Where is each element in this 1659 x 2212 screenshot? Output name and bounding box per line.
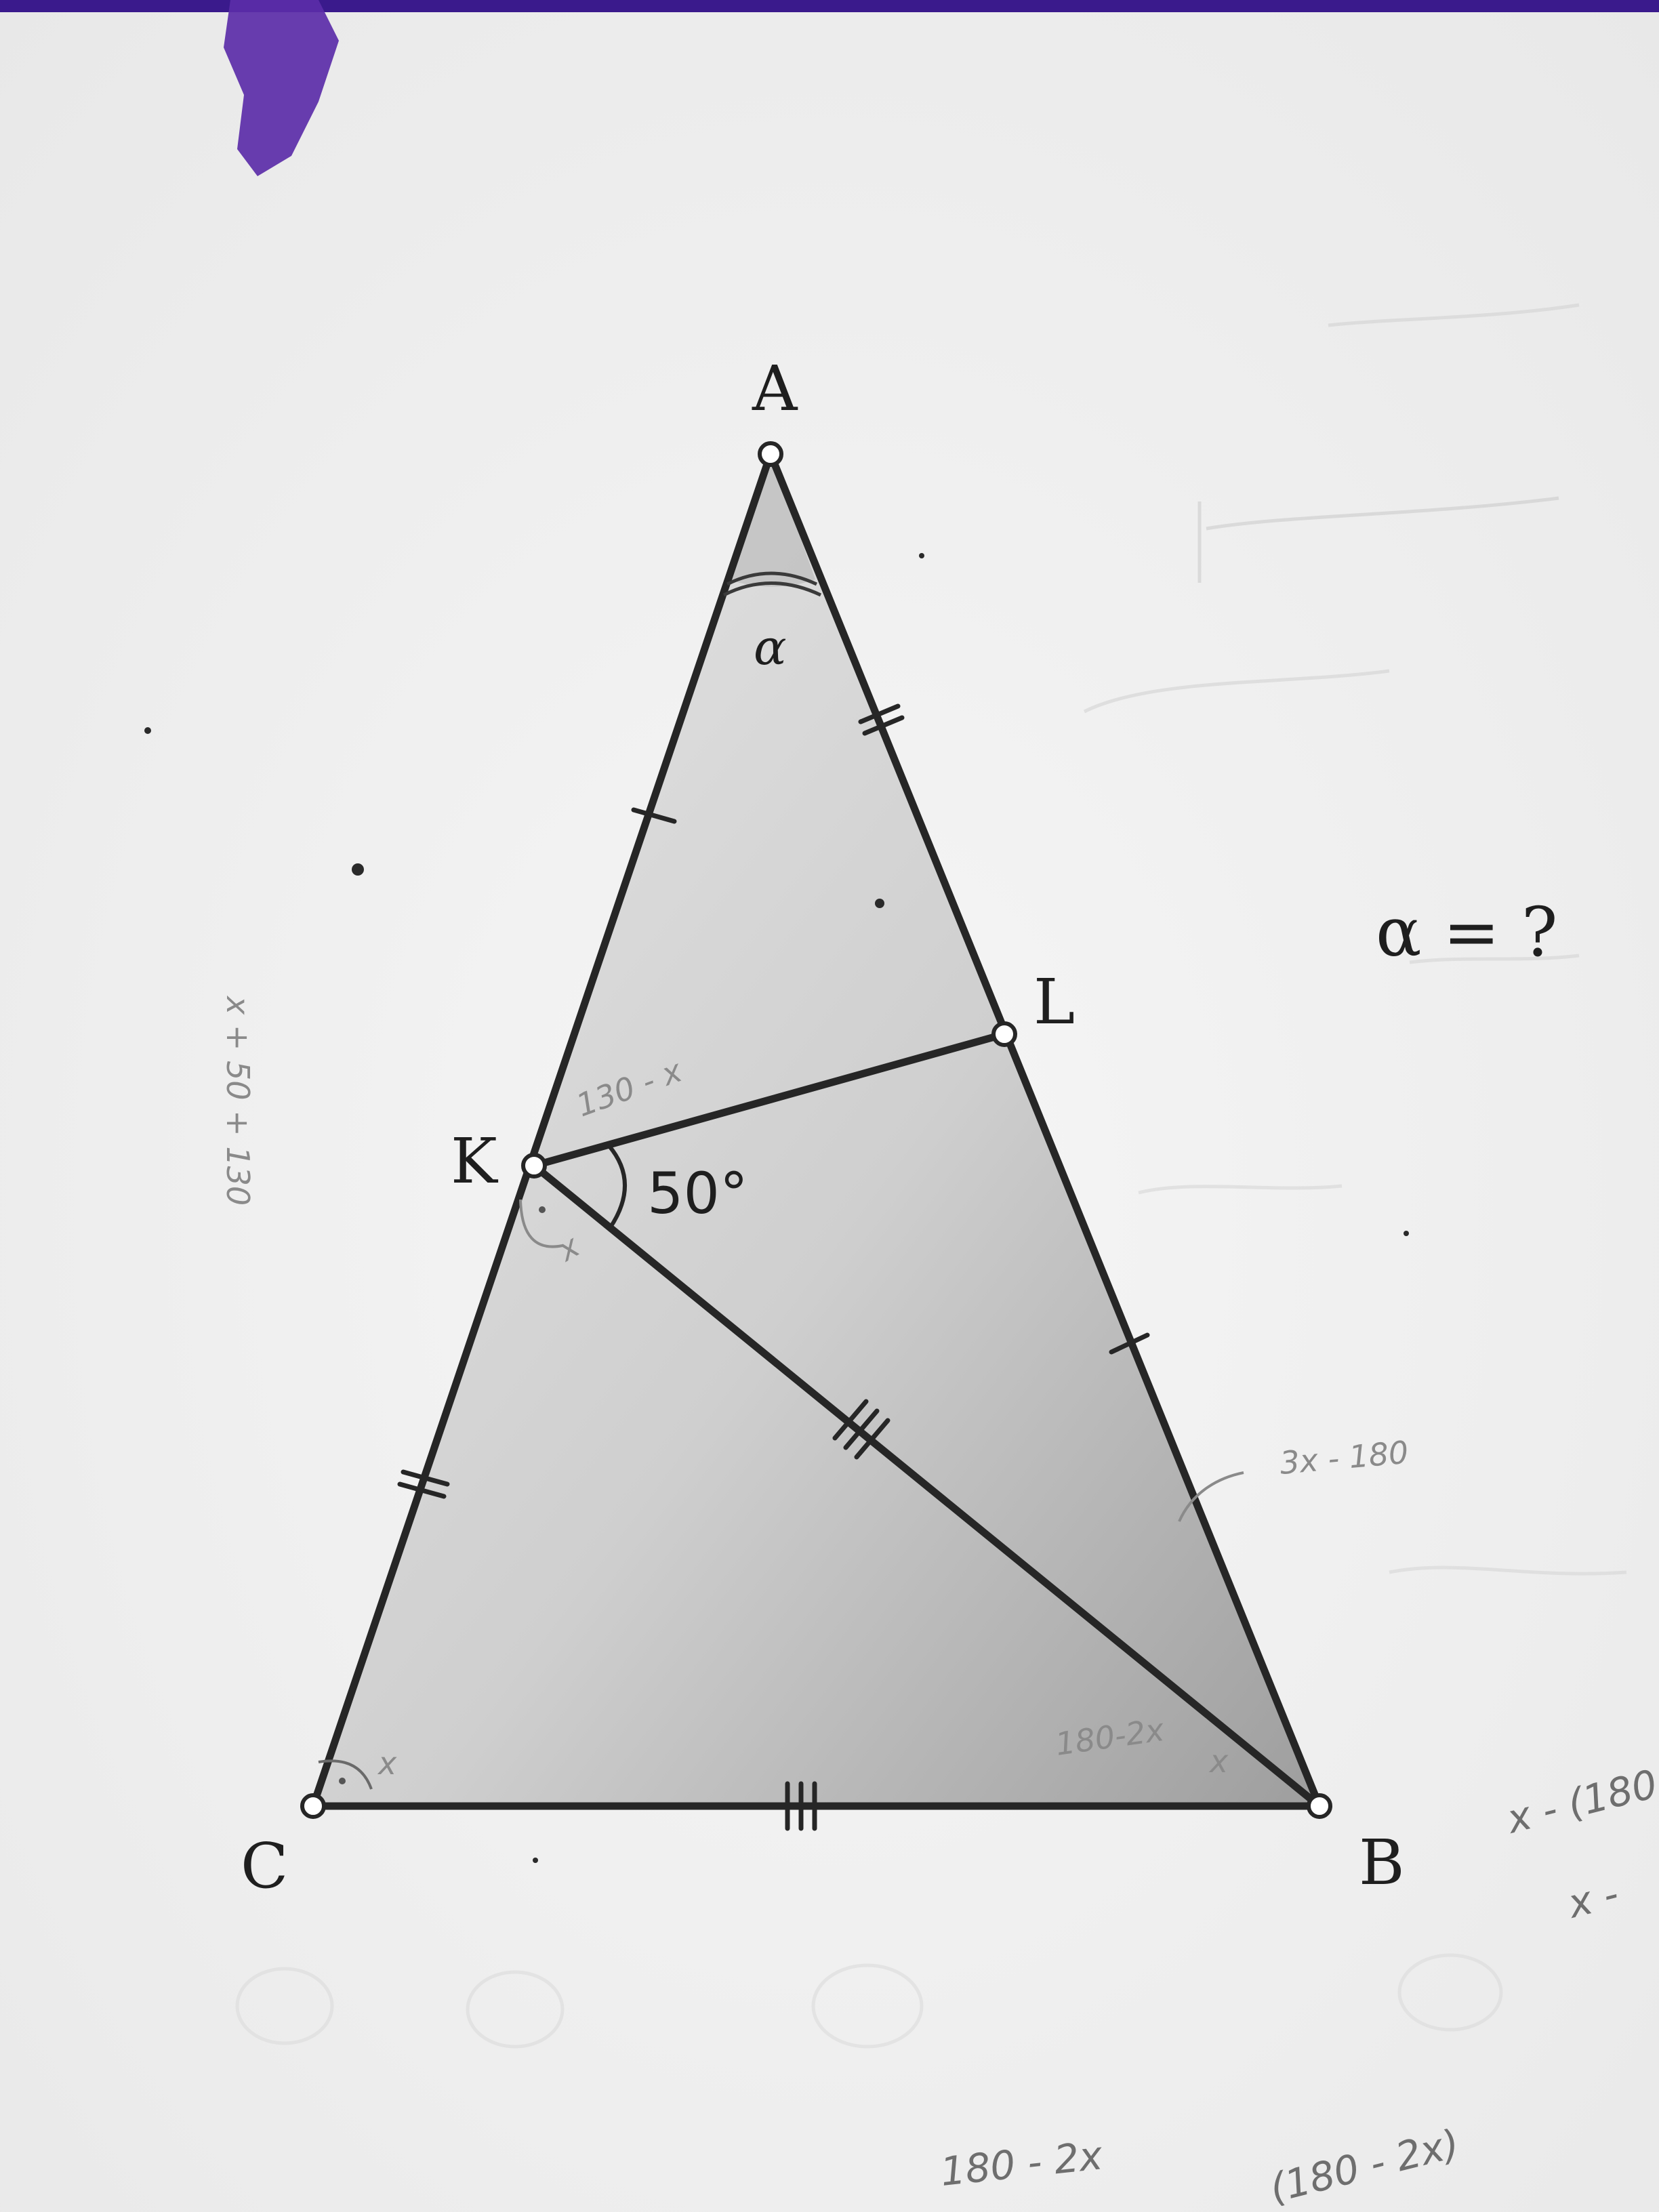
segment-KL [530, 1030, 1008, 1170]
point-K [521, 1153, 547, 1179]
question-alpha: α = ? [1376, 893, 1558, 972]
vertex-points [300, 441, 1332, 1819]
note-pointer-line [1178, 1471, 1244, 1522]
label-B: B [1359, 1826, 1405, 1899]
apex-angle-arcs [722, 571, 822, 597]
angle-arc-C [318, 1759, 373, 1790]
purple-yarn [224, 0, 339, 176]
triangle-shading [313, 454, 1319, 1806]
stray-dots [144, 553, 1409, 1863]
side-AC [309, 450, 775, 1810]
bleed-through-marks [235, 303, 1627, 2049]
label-K: K [451, 1125, 499, 1197]
apex-angle-shading [729, 454, 815, 587]
angle-arc-50 [607, 1144, 627, 1229]
segment-KB [530, 1162, 1324, 1810]
point-B [1307, 1793, 1332, 1819]
right-angle-mark-K [519, 1199, 563, 1248]
note-angle-C: x [377, 1745, 397, 1782]
dot-K [539, 1206, 546, 1213]
label-A: A [752, 352, 798, 425]
tick-marks [397, 703, 1150, 1831]
note-left-margin: x + 50 + 130 [220, 995, 256, 1206]
point-L [991, 1021, 1017, 1047]
dot-C [339, 1778, 346, 1784]
point-C [300, 1793, 326, 1819]
side-AB [766, 450, 1324, 1810]
point-A [758, 441, 783, 467]
label-L: L [1033, 966, 1075, 1038]
label-50-degrees: 50° [647, 1160, 748, 1227]
label-alpha: α [754, 619, 787, 676]
label-C: C [241, 1830, 288, 1902]
purple-binding-strip [0, 0, 1659, 12]
note-angle-B-lower: x [1208, 1743, 1229, 1780]
